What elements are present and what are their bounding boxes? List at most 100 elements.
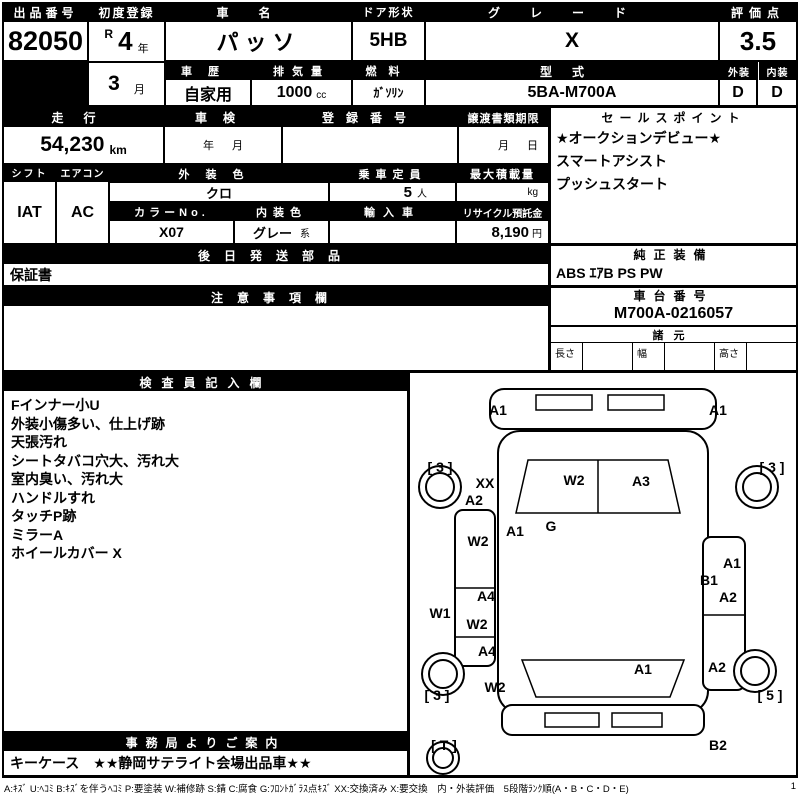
damage-marker: B1 — [700, 572, 718, 588]
width-label: 幅 — [633, 343, 665, 370]
front-bumper-shape — [489, 388, 717, 430]
damage-marker: A1 — [723, 555, 741, 571]
height-cell: 高さ — [714, 343, 796, 370]
damage-marker: [ T ] — [431, 737, 457, 753]
height-label: 高さ — [715, 343, 747, 370]
width-cell: 幅 — [632, 343, 714, 370]
inspector-note: シートタバコ穴大、汚れ大 — [11, 452, 179, 469]
page-number: 1 — [790, 781, 796, 792]
color-no-value: X07 — [110, 221, 233, 243]
sales-points-header: セールスポイント — [601, 111, 746, 125]
damage-marker: A1 — [709, 402, 727, 418]
damage-marker: A2 — [465, 492, 483, 508]
sales-point-item: プッシュスタート — [556, 176, 668, 192]
exterior-color-header: 外装色 — [110, 165, 328, 183]
era-letter: R — [104, 27, 114, 41]
import-car-value — [330, 221, 455, 243]
shift-value: IAT — [4, 182, 55, 243]
length-label: 長さ — [551, 343, 583, 370]
first-registration-year: R 4 年 — [89, 22, 164, 61]
damage-marker: A4 — [477, 588, 495, 604]
inspector-notes-header: 検査員記入欄 — [4, 373, 407, 391]
caution-header: 注意事項欄 — [4, 288, 548, 306]
door-shape-header: ドア形状 — [353, 2, 424, 22]
damage-marker: A1 — [489, 402, 507, 418]
rear-plate-right-shape — [611, 712, 663, 728]
office-notice-header: 事務局よりご案内 — [4, 733, 407, 751]
year-unit: 年 — [137, 43, 149, 55]
spare-tire-shape — [426, 741, 460, 775]
model-code-value: 5BA-M700A — [426, 80, 718, 105]
auction-sheet: 出品番号 初度登録 車名 ドア形状 グレード 評価点 82050 R 4 年 3… — [2, 2, 798, 778]
damage-marker: XX — [475, 475, 495, 491]
damage-marker: [ 3 ] — [424, 687, 450, 703]
max-load-value: kg — [457, 183, 548, 201]
score-value: 3.5 — [720, 22, 796, 60]
registration-month: 3 — [108, 72, 120, 95]
damage-marker: W2 — [467, 533, 489, 549]
damage-marker: B2 — [709, 737, 727, 753]
equipment-header: 純正装備 — [633, 248, 714, 262]
damage-marker: A1 — [634, 661, 652, 677]
spec-header: 諸元 — [551, 325, 796, 342]
import-car-header: 輸入車 — [330, 203, 455, 221]
inspector-note: Fインナー小U — [11, 397, 100, 413]
mileage-header: 走行 — [4, 108, 163, 127]
chassis-number-header: 車台番号 — [633, 289, 714, 303]
displacement-header: 排気量 — [252, 62, 351, 80]
exterior-grade-value: D — [720, 80, 756, 105]
inspector-note: 室内臭い、汚れ大 — [11, 471, 123, 487]
damage-marker: A2 — [708, 659, 726, 675]
first-registration-month: 3 月 — [89, 63, 164, 105]
inspector-note: ハンドルすれ — [11, 489, 95, 506]
fuel-value: ｶﾞｿﾘﾝ — [353, 80, 424, 105]
later-parts-value: 保証書 — [4, 264, 548, 285]
front-grille-right-shape — [607, 394, 665, 411]
caution-value — [4, 306, 548, 370]
lot-number-value: 82050 — [4, 22, 87, 60]
car-outline-drawing — [418, 388, 779, 775]
damage-marker: [ 5 ] — [757, 687, 783, 703]
damage-marker: W2 — [466, 616, 488, 632]
sales-point-item: ★オークションデビュー★ — [556, 130, 722, 146]
legend-text: A:ｷｽﾞ U:ﾍｺﾐ B:ｷｽﾞを伴うﾍｺﾐ P:要塗装 W:補修跡 S:錆 … — [4, 784, 629, 795]
later-parts-header: 後日発送部品 — [4, 246, 548, 264]
inspection-header: 車検 — [165, 108, 281, 127]
mileage-value: 54,230 km — [4, 127, 163, 163]
history-value: 自家用 — [166, 80, 250, 105]
interior-grade-value: D — [758, 80, 796, 105]
sales-points-box: セールスポイント ★オークションデビュー★ スマートアシスト プッシュスタート — [551, 108, 796, 243]
windshield-shape — [515, 459, 681, 514]
registration-year: 4 — [118, 26, 133, 56]
rear-bumper-shape — [501, 704, 705, 736]
inspector-notes: Fインナー小U 外装小傷多い、仕上げ跡 天張汚れ シートタバコ穴大、汚れ大 室内… — [4, 391, 407, 731]
transfer-deadline-header: 譲渡書類期限 — [459, 108, 548, 127]
fuel-header: 燃料 — [353, 62, 424, 80]
damage-marker: W1 — [429, 605, 451, 621]
first-registration-header: 初度登録 — [89, 2, 164, 22]
car-name-header: 車名 — [166, 2, 351, 22]
score-header: 評価点 — [720, 2, 796, 22]
equipment-value: ABS ｴｱB PS PW — [556, 265, 663, 281]
aircon-header: エアコン — [57, 165, 108, 180]
inspector-note: 天張汚れ — [11, 434, 67, 450]
rear-plate-left-shape — [544, 712, 600, 728]
history-header: 車歴 — [166, 62, 250, 80]
registration-number-header: 登録番号 — [283, 108, 457, 127]
capacity-header: 乗車定員 — [330, 165, 455, 183]
front-grille-left-shape — [535, 394, 593, 411]
right-side-panels-shape — [702, 536, 746, 691]
model-code-header: 型式 — [426, 62, 718, 80]
damage-marker: A3 — [632, 473, 650, 489]
damage-marker: [ 3 ] — [427, 459, 453, 475]
inspector-note: ホイールカバー X — [11, 545, 122, 561]
damage-marker: A1 — [506, 523, 524, 539]
chassis-box: 車台番号 M700A-0216057 諸元 長さ 幅 高さ — [551, 288, 796, 370]
chassis-number-value: M700A-0216057 — [613, 305, 734, 322]
length-cell: 長さ — [551, 343, 632, 370]
registration-number-value — [283, 127, 457, 163]
interior-color-value: グレー 系 — [235, 221, 328, 243]
lot-number-header: 出品番号 — [4, 2, 87, 22]
damage-marker: W2 — [563, 472, 585, 488]
